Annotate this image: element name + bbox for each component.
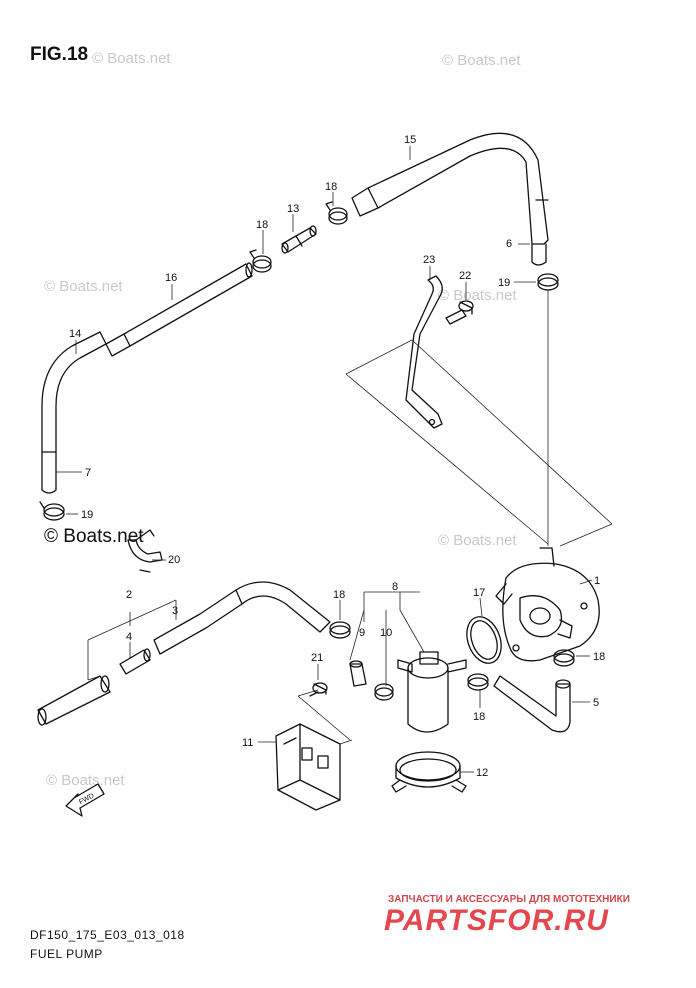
label-17: 17 — [473, 587, 485, 599]
joint-13 — [281, 225, 317, 254]
label-16: 16 — [165, 272, 177, 284]
leader-lines — [56, 146, 613, 773]
bolt-22 — [445, 300, 474, 325]
hose-3 — [153, 581, 331, 655]
cap-9 — [349, 660, 367, 687]
label-18: 18 — [325, 181, 337, 193]
watermark: © Boats.net — [46, 772, 125, 789]
label-13: 13 — [287, 203, 299, 215]
shop-brand-logo: PARTSFOR.RU — [384, 904, 609, 937]
diagram-code: DF150_175_E03_013_018 — [30, 928, 185, 942]
label-15: 15 — [404, 134, 416, 146]
label-22: 22 — [459, 270, 471, 282]
label-5: 5 — [593, 697, 599, 709]
label-19: 19 — [81, 509, 93, 521]
label-3: 3 — [172, 605, 178, 617]
label-18: 18 — [333, 589, 345, 601]
label-4: 4 — [126, 631, 132, 643]
label-21: 21 — [311, 652, 323, 664]
hose-14 — [41, 331, 107, 453]
clip-20 — [127, 529, 163, 573]
clamp-18-c — [553, 649, 575, 667]
clamp-10 — [374, 683, 394, 701]
hose-16 — [105, 262, 253, 357]
clamp-18-b — [249, 249, 272, 273]
hose-7 — [41, 451, 57, 494]
bolt-21 — [309, 682, 328, 697]
label-11: 11 — [242, 737, 253, 749]
hose-2 — [37, 675, 111, 726]
watermark: © Boats.net — [438, 532, 517, 549]
fuel-filter-8 — [397, 651, 467, 733]
label-18: 18 — [256, 219, 268, 231]
label-2: 2 — [126, 589, 132, 601]
label-7: 7 — [85, 467, 91, 479]
label-19: 19 — [498, 277, 510, 289]
fuel-pump-1 — [495, 547, 600, 662]
label-18: 18 — [593, 651, 605, 663]
hose-15 — [351, 132, 549, 245]
watermark-dark: © Boats.net — [44, 526, 144, 547]
watermark: © Boats.net — [44, 278, 123, 295]
label-10: 10 — [380, 627, 392, 639]
shop-tagline: ЗАПЧАСТИ И АКСЕССУАРЫ ДЛЯ МОТОТЕХНИКИ — [388, 894, 630, 905]
watermark: © Boats.net — [438, 287, 517, 304]
diagram-name: FUEL PUMP — [30, 947, 103, 961]
clamp-19-b — [537, 273, 559, 291]
clamp-18 — [325, 201, 348, 225]
figure-title: FIG.18 — [30, 44, 89, 65]
joint-4 — [119, 648, 151, 675]
fwd-arrow-icon — [65, 783, 105, 817]
part-labels: 15 6 18 13 18 16 14 7 19 20 23 22 19 1 1… — [69, 134, 605, 806]
label-23: 23 — [423, 254, 435, 266]
label-9: 9 — [359, 627, 365, 639]
clamp-19 — [39, 501, 65, 521]
label-8: 8 — [392, 581, 398, 593]
bracket-23 — [405, 275, 443, 429]
clamp-18-d — [467, 673, 489, 691]
watermark: © Boats.net — [442, 52, 521, 69]
watermark: © Boats.net — [92, 50, 171, 67]
label-6: 6 — [506, 238, 512, 250]
hose-6-end — [531, 243, 547, 266]
label-14: 14 — [69, 328, 81, 340]
holder-12 — [391, 751, 467, 793]
o-ring-17 — [466, 616, 502, 664]
label-12: 12 — [476, 767, 488, 779]
label-1: 1 — [594, 575, 600, 587]
label-18: 18 — [473, 711, 485, 723]
label-20: 20 — [168, 554, 180, 566]
clamp-18-e — [329, 621, 351, 639]
bracket-11 — [275, 723, 341, 811]
hose-5 — [493, 675, 571, 733]
